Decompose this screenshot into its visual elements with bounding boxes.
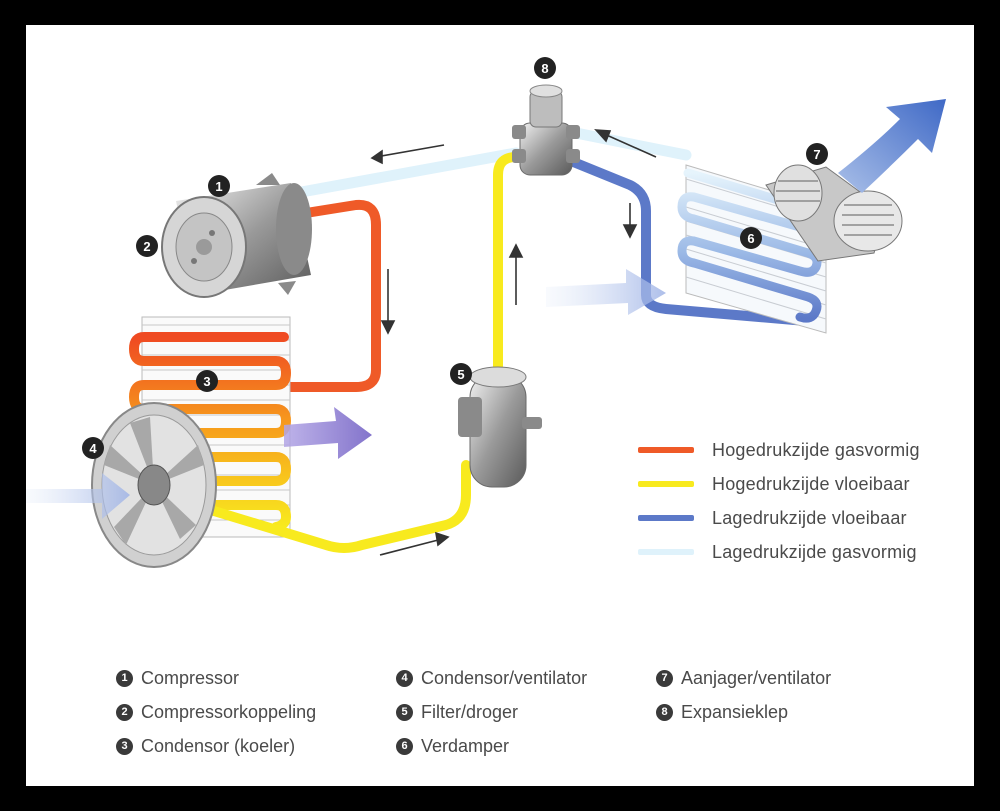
airflow-out-condenser — [284, 407, 372, 459]
lp-gas-return — [570, 127, 692, 161]
part-number: 6 — [396, 737, 413, 755]
parts-list-col3: 7 Aanjager/ventilator 8 Expansieklep — [656, 661, 831, 729]
legend-swatch — [638, 515, 694, 521]
flow-arrow-top — [375, 144, 445, 158]
airflow-out-evaporator — [838, 99, 946, 193]
part-number: 1 — [116, 669, 133, 687]
hp-liquid-line-2 — [493, 152, 521, 380]
callout-evaporator: 6 — [740, 227, 762, 249]
flow-arrow-bottom — [379, 538, 443, 556]
part-item: 4 Condensor/ventilator — [396, 661, 587, 695]
legend-item-hp-liquid: Hogedrukzijde vloeibaar — [638, 467, 920, 501]
part-label: Expansieklep — [681, 701, 789, 722]
part-item: 3 Condensor (koeler) — [116, 729, 316, 763]
part-number: 5 — [396, 703, 413, 721]
legend-swatch — [638, 481, 694, 487]
part-label: Filter/droger — [421, 701, 519, 722]
flow-arrow-evap-top — [601, 132, 657, 158]
hp-gas-line — [279, 199, 381, 392]
part-number: 2 — [116, 703, 133, 721]
part-item: 2 Compressorkoppeling — [116, 695, 316, 729]
legend-label: Hogedrukzijde gasvormig — [712, 439, 920, 460]
callout-condenser-fan: 4 — [82, 437, 104, 459]
legend-swatch — [638, 549, 694, 555]
part-item: 8 Expansieklep — [656, 695, 831, 729]
part-label: Compressorkoppeling — [141, 701, 317, 722]
part-number: 8 — [656, 703, 673, 721]
airflow-in-condenser — [26, 473, 130, 519]
legend-item-hp-gas: Hogedrukzijde gasvormig — [638, 433, 920, 467]
legend: Hogedrukzijde gasvormig Hogedrukzijde vl… — [638, 433, 920, 569]
filter-dryer — [458, 366, 542, 488]
callout-compressor: 1 — [208, 175, 230, 197]
part-item: 5 Filter/droger — [396, 695, 587, 729]
part-item: 6 Verdamper — [396, 729, 587, 763]
callout-expansion-valve: 8 — [534, 57, 556, 79]
compressor — [161, 173, 312, 298]
parts-list-col1: 1 Compressor 2 Compressorkoppeling 3 Con… — [116, 661, 316, 763]
blower — [765, 164, 903, 262]
legend-label: Lagedrukzijde gasvormig — [712, 541, 917, 562]
lp-liquid-line — [561, 154, 811, 326]
part-item: 1 Compressor — [116, 661, 316, 695]
part-number: 4 — [396, 669, 413, 687]
legend-swatch — [638, 447, 694, 453]
diagram-panel: 1 2 3 4 5 6 7 8 Hogedrukzijde gasvormig … — [26, 25, 974, 786]
part-label: Condensor/ventilator — [421, 667, 588, 688]
legend-item-lp-liquid: Lagedrukzijde vloeibaar — [638, 501, 920, 535]
callout-blower: 7 — [806, 143, 828, 165]
part-label: Verdamper — [421, 735, 510, 756]
ac-system-diagram — [26, 84, 946, 568]
part-item: 7 Aanjager/ventilator — [656, 661, 831, 695]
part-number: 3 — [116, 737, 133, 755]
condenser-fan — [91, 402, 217, 568]
parts-list-col2: 4 Condensor/ventilator 5 Filter/droger 6… — [396, 661, 587, 763]
callout-compressor-clutch: 2 — [136, 235, 158, 257]
legend-item-lp-gas: Lagedrukzijde gasvormig — [638, 535, 920, 569]
part-number: 7 — [656, 669, 673, 687]
expansion-valve — [512, 84, 580, 176]
airflow-in-evaporator — [546, 269, 666, 315]
callout-filter-dryer: 5 — [450, 363, 472, 385]
callout-condenser: 3 — [196, 370, 218, 392]
part-label: Condensor (koeler) — [141, 735, 296, 756]
legend-label: Hogedrukzijde vloeibaar — [712, 473, 910, 494]
hp-liquid-line-1 — [209, 460, 471, 553]
part-label: Compressor — [141, 667, 240, 688]
part-label: Aanjager/ventilator — [681, 667, 832, 688]
legend-label: Lagedrukzijde vloeibaar — [712, 507, 907, 528]
lp-gas-line — [290, 147, 522, 199]
